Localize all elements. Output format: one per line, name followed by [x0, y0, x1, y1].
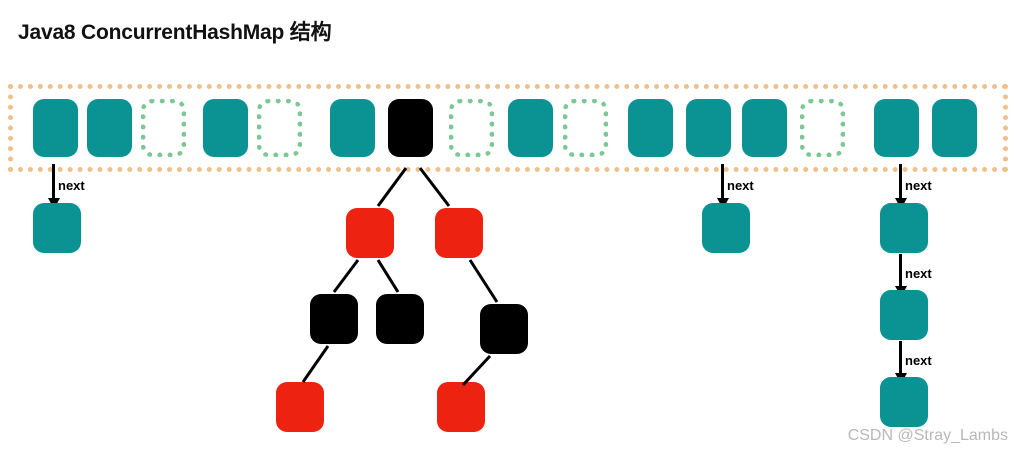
bucket-cell-11	[686, 99, 731, 157]
chain-bucket-14-next-arrow-1	[899, 254, 902, 286]
bucket-cell-12	[742, 99, 787, 157]
bucket-cell-4	[257, 99, 302, 157]
chain-bucket-14-next-arrow-0	[899, 164, 902, 198]
chain-bucket-11-next-label-0: next	[727, 178, 754, 193]
chain-bucket-11-next-arrow-0	[721, 164, 724, 198]
tree-node-t-r1-red	[346, 208, 394, 258]
bucket-cell-2	[141, 99, 186, 157]
tree-node-t-r4-red	[437, 382, 485, 432]
tree-edge-t-r1-to-t-b1	[332, 259, 360, 293]
chain-bucket-14-next-arrow-2	[899, 341, 902, 373]
bucket-cell-10	[628, 99, 673, 157]
page-title: Java8 ConcurrentHashMap 结构	[18, 21, 332, 44]
bucket-cell-15	[932, 99, 977, 157]
chain-node-c0-n1	[33, 203, 81, 253]
tree-node-t-b1-black	[310, 294, 358, 344]
bucket-cell-13	[800, 99, 845, 157]
chain-bucket-0-next-arrow-0	[52, 164, 55, 198]
tree-node-t-r3-red	[276, 382, 324, 432]
chain-node-c11-n1	[702, 203, 750, 253]
chain-bucket-14-next-label-1: next	[905, 266, 932, 281]
tree-edge-t-r2-to-t-b3	[468, 259, 499, 303]
bucket-cell-8	[508, 99, 553, 157]
chain-bucket-0-next-label-0: next	[58, 178, 85, 193]
chain-node-c14-n2	[880, 290, 928, 340]
tree-edge-t-b3-to-t-r4	[461, 354, 492, 387]
bucket-cell-0	[33, 99, 78, 157]
tree-edge-t-b1-to-t-r3	[301, 345, 330, 383]
tree-edge-t-r1-to-t-b2	[376, 259, 400, 293]
bucket-cell-5	[330, 99, 375, 157]
chain-node-c14-n1	[880, 203, 928, 253]
bucket-cell-3	[203, 99, 248, 157]
chain-node-c14-n3	[880, 377, 928, 427]
bucket-cell-7	[449, 99, 494, 157]
tree-node-t-r2-red	[435, 208, 483, 258]
chain-bucket-14-next-label-0: next	[905, 178, 932, 193]
bucket-cell-6	[388, 99, 433, 157]
chain-bucket-14-next-label-2: next	[905, 353, 932, 368]
tree-edge-bucket-6-to-t-r2	[418, 167, 451, 207]
bucket-cell-14	[874, 99, 919, 157]
tree-node-t-b2-black	[376, 294, 424, 344]
tree-edge-bucket-6-to-t-r1	[376, 167, 408, 207]
bucket-cell-9	[563, 99, 608, 157]
watermark: CSDN @Stray_Lambs	[847, 427, 1008, 444]
bucket-cell-1	[87, 99, 132, 157]
tree-node-t-b3-black	[480, 304, 528, 354]
